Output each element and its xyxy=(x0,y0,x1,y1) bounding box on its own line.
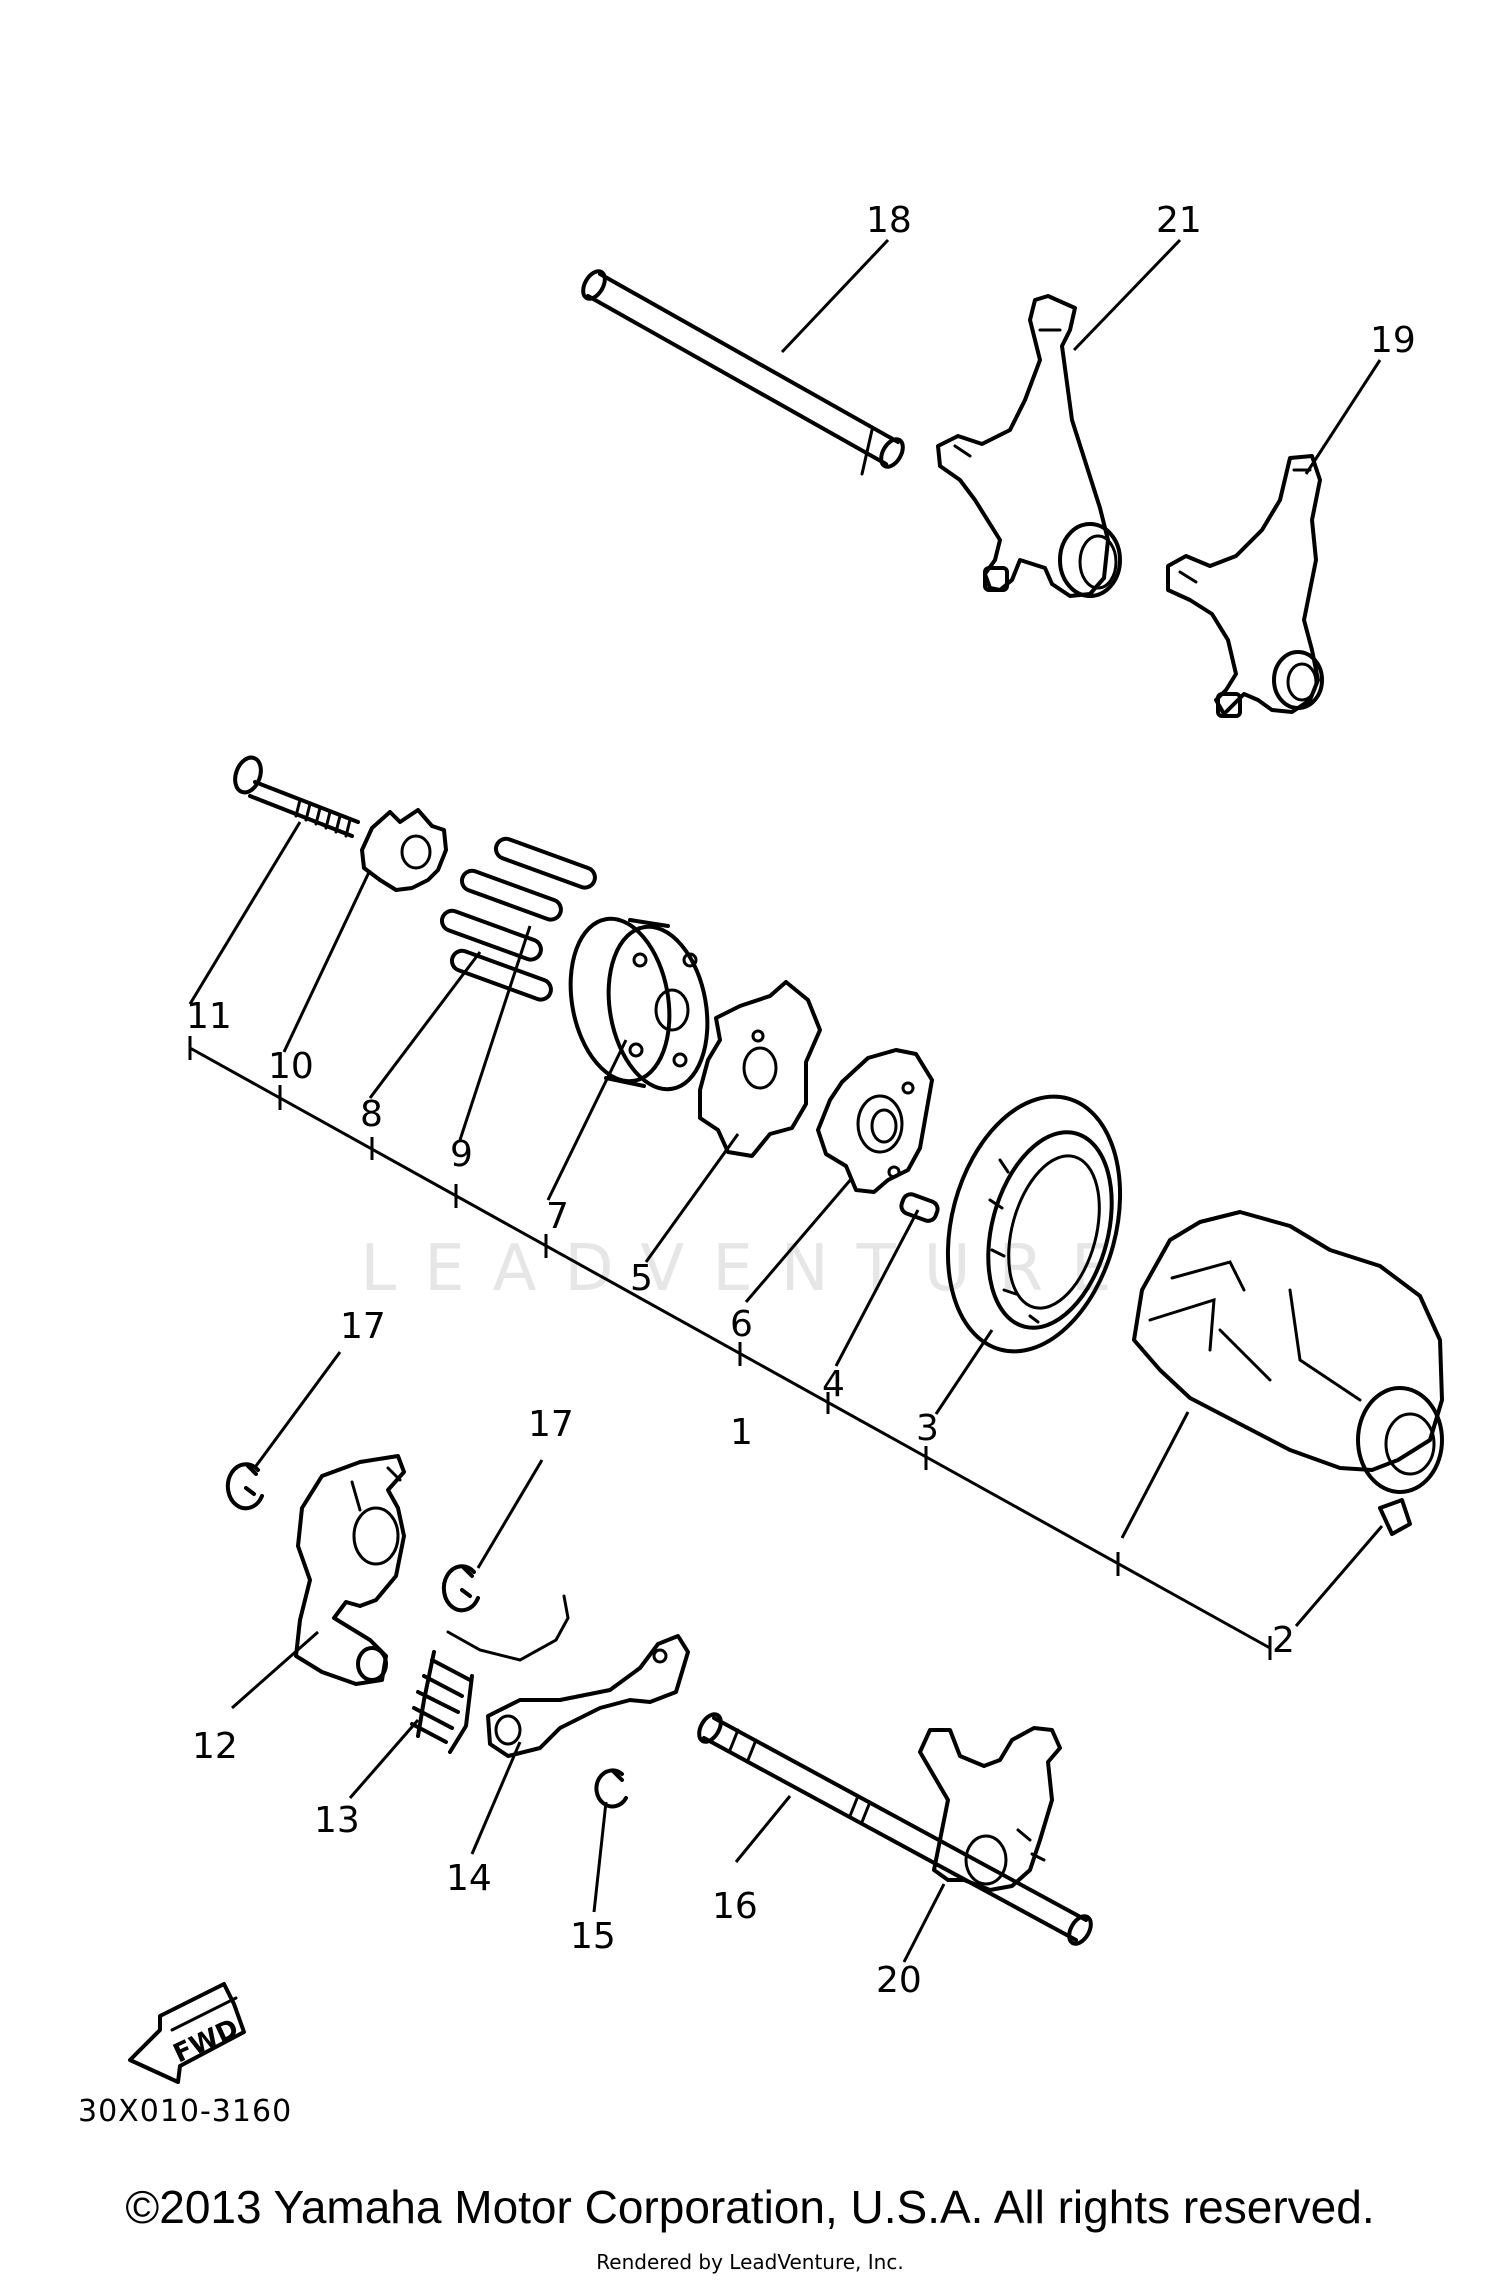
fwd-label: FWD xyxy=(169,2013,243,2069)
callout-6: 6 xyxy=(730,1304,753,1345)
callout-12: 12 xyxy=(192,1726,238,1767)
callout-19: 19 xyxy=(1370,320,1416,361)
rendered-by-text: Rendered by LeadVenture, Inc. xyxy=(596,2250,904,2274)
callout-7: 7 xyxy=(546,1196,569,1237)
callout-13: 13 xyxy=(314,1800,360,1841)
part-17-circlip-lower xyxy=(441,1564,480,1613)
assembly-bracket xyxy=(188,1036,1272,1660)
part-12-shift-arm xyxy=(294,1454,406,1686)
watermark: LEADVENTURE xyxy=(360,1232,1140,1306)
part-7-pin-holder xyxy=(568,916,710,1092)
part-18-guide-bar xyxy=(581,269,905,476)
part-2-shift-drum xyxy=(1132,1210,1444,1536)
leader-lines xyxy=(188,238,1384,1963)
part-16-shaft xyxy=(697,1712,1093,1946)
copyright-text: ©2013 Yamaha Motor Corporation, U.S.A. A… xyxy=(125,2181,1375,2233)
part-5-plate xyxy=(698,980,822,1158)
part-21-shift-fork xyxy=(936,294,1122,598)
part-8-9-pins xyxy=(439,836,597,1002)
callout-8: 8 xyxy=(360,1094,383,1135)
part-6-segment xyxy=(816,1048,934,1194)
part-13-spring xyxy=(410,1594,570,1754)
diagram-code: 30X010-3160 xyxy=(78,2094,293,2129)
fwd-arrow-icon: FWD xyxy=(128,1982,246,2084)
part-14-stopper-lever xyxy=(486,1634,690,1758)
callout-3: 3 xyxy=(916,1408,939,1449)
part-17-circlip-upper xyxy=(225,1462,264,1511)
callout-17-upper: 17 xyxy=(340,1306,386,1347)
callout-4: 4 xyxy=(822,1364,845,1405)
callout-10: 10 xyxy=(268,1046,314,1087)
callout-2: 2 xyxy=(1272,1620,1295,1661)
callout-11: 11 xyxy=(186,996,232,1037)
part-19-shift-fork xyxy=(1166,454,1324,718)
callout-18: 18 xyxy=(866,200,912,241)
part-20-shift-fork xyxy=(918,1726,1062,1892)
part-11-bolt xyxy=(233,755,360,838)
callout-14: 14 xyxy=(446,1858,492,1899)
part-15-circlip xyxy=(594,1768,628,1809)
callout-15: 15 xyxy=(570,1916,616,1957)
callout-17-lower: 17 xyxy=(528,1404,574,1445)
callout-16: 16 xyxy=(712,1886,758,1927)
callout-21: 21 xyxy=(1156,200,1202,241)
part-3-bearing xyxy=(945,1094,1123,1354)
callout-labels: 18 21 19 11 10 8 9 7 5 6 4 1 3 2 17 17 1… xyxy=(186,200,1416,2001)
callout-1: 1 xyxy=(730,1412,753,1453)
part-10-segment xyxy=(360,808,448,892)
callout-9: 9 xyxy=(450,1134,473,1175)
callout-5: 5 xyxy=(630,1258,653,1299)
part-4-dowel-pin xyxy=(899,1192,940,1223)
callout-20: 20 xyxy=(876,1960,922,2001)
